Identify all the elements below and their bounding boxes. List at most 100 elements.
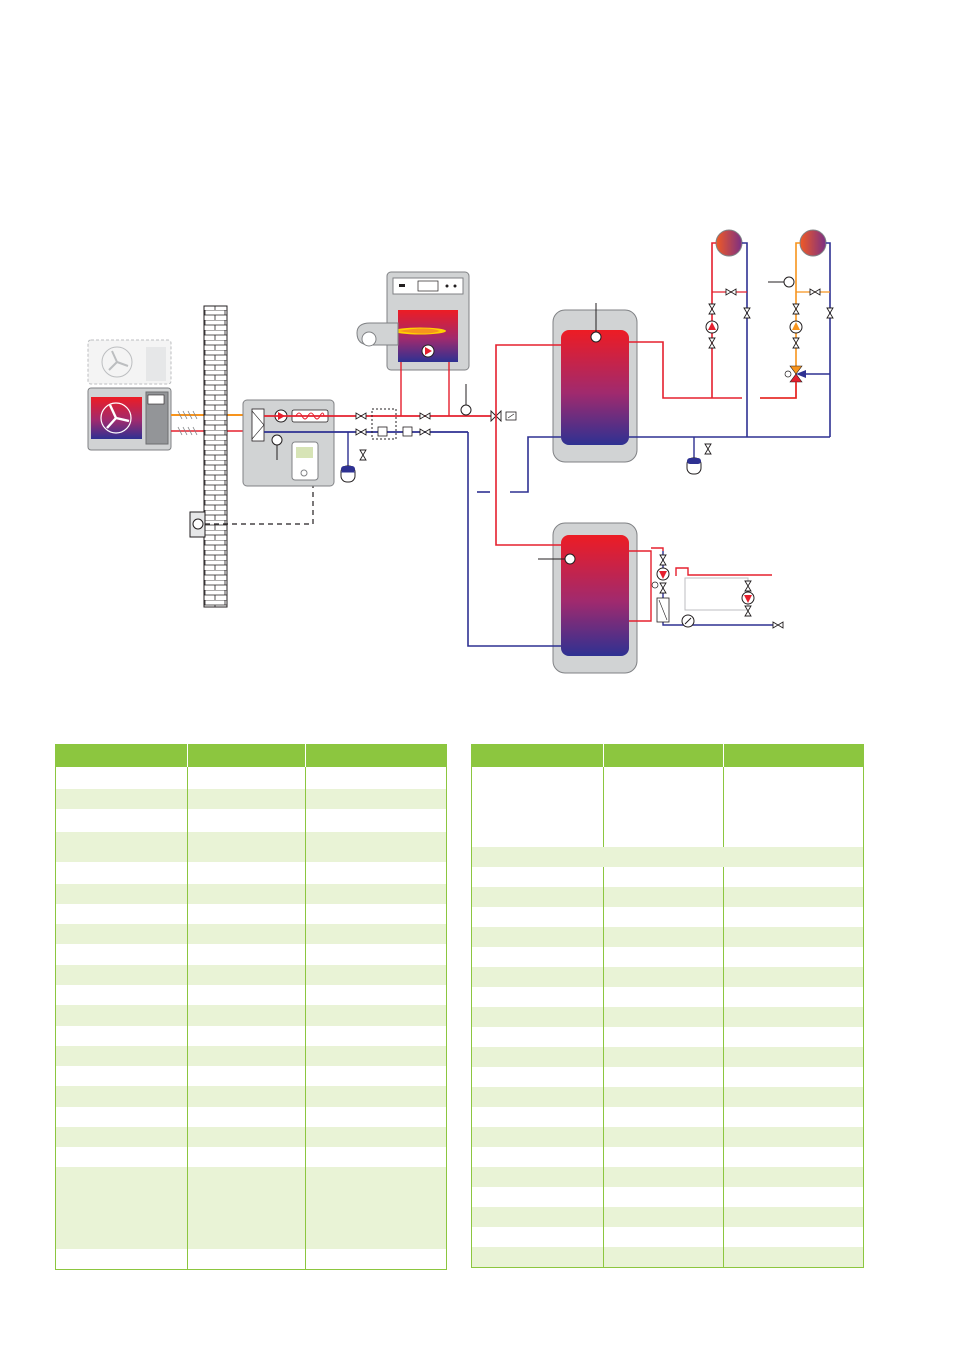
table-cell <box>603 1147 724 1167</box>
table-cell <box>603 1227 724 1247</box>
table-cell <box>55 1005 188 1026</box>
table-row <box>471 907 864 927</box>
table-cell <box>603 1187 724 1207</box>
table-cell <box>723 887 864 907</box>
table-cell <box>723 1207 864 1227</box>
table-cell <box>55 789 188 809</box>
table-cell <box>471 1227 604 1247</box>
table-row <box>55 965 447 985</box>
table-row <box>55 985 447 1005</box>
table-row <box>471 927 864 947</box>
table-cell <box>306 862 447 884</box>
table-row <box>471 887 864 907</box>
table-cell <box>55 767 188 789</box>
table-cell <box>55 1167 188 1249</box>
table-cell <box>603 987 724 1007</box>
table-row <box>55 1107 447 1127</box>
table-row <box>55 944 447 965</box>
table-cell <box>471 1007 604 1027</box>
table-cell <box>603 1107 724 1127</box>
table-cell <box>603 1087 724 1107</box>
table-cell <box>187 1066 306 1086</box>
table-row <box>471 767 864 847</box>
table-cell <box>603 1247 724 1267</box>
table-cell <box>724 867 864 887</box>
table-cell <box>723 1127 864 1147</box>
table-cell <box>187 1086 306 1107</box>
table-cell <box>471 927 604 947</box>
heating-circuit-1 <box>705 229 751 437</box>
table-cell <box>471 1187 604 1207</box>
buffer-tank <box>552 303 638 463</box>
table-cell <box>724 1027 864 1047</box>
table-cell <box>55 1086 188 1107</box>
table-cell <box>471 1127 604 1147</box>
table-cell <box>187 1147 306 1167</box>
brick-wall <box>203 305 228 608</box>
table-row <box>55 884 447 904</box>
table-cell <box>471 847 864 867</box>
table-cell <box>471 1107 604 1127</box>
table-cell <box>55 965 188 985</box>
table-cell <box>724 1187 864 1207</box>
legend-table-left-header <box>55 744 447 767</box>
hot-water-circuit <box>629 547 784 629</box>
table-cell <box>724 987 864 1007</box>
table-cell <box>306 1026 447 1046</box>
table-cell <box>723 1167 864 1187</box>
table-cell <box>306 1249 447 1269</box>
backup-boiler <box>356 271 470 416</box>
table-row <box>55 1086 447 1107</box>
table-row <box>55 904 447 924</box>
table-cell <box>471 1067 604 1087</box>
table-cell <box>471 947 604 967</box>
table-cell <box>55 884 188 904</box>
hot-water-tank <box>538 522 638 674</box>
table-cell <box>471 867 604 887</box>
table-cell <box>724 1147 864 1167</box>
table-cell <box>305 1046 447 1066</box>
table-row <box>55 1147 447 1167</box>
table-cell <box>603 887 724 907</box>
table-cell <box>724 1067 864 1087</box>
table-cell <box>306 1107 447 1127</box>
table-cell <box>471 987 604 1007</box>
table-cell <box>471 1207 604 1227</box>
table-row <box>55 789 447 809</box>
table-cell <box>471 907 604 927</box>
table-cell <box>471 1167 604 1187</box>
secondary-expansion-vessel <box>686 437 712 475</box>
table-cell <box>603 1167 724 1187</box>
table-cell <box>603 1127 724 1147</box>
heating-circuit-2 <box>760 229 834 437</box>
table-cell <box>187 944 306 965</box>
table-cell <box>603 1027 724 1047</box>
table-cell <box>603 867 724 887</box>
table-row <box>55 809 447 832</box>
heat-pump-indoor-unit <box>242 399 335 487</box>
table-cell <box>723 1007 864 1027</box>
table-cell <box>471 1147 604 1167</box>
table-row <box>55 767 447 789</box>
table-cell <box>305 884 447 904</box>
table-cell <box>724 1107 864 1127</box>
table-cell <box>187 1167 306 1249</box>
table-cell <box>723 1087 864 1107</box>
table-cell <box>471 887 604 907</box>
table-row <box>471 1007 864 1027</box>
heat-pump-outdoor-unit <box>87 387 172 451</box>
table-cell <box>55 1107 188 1127</box>
table-cell <box>187 1249 306 1269</box>
table-cell <box>305 789 447 809</box>
table-row <box>55 1167 447 1249</box>
table-cell <box>187 985 306 1005</box>
table-cell <box>306 985 447 1005</box>
table-cell <box>723 1047 864 1067</box>
table-row <box>55 1066 447 1086</box>
table-cell <box>55 985 188 1005</box>
table-cell <box>55 1127 188 1147</box>
table-row <box>55 1046 447 1066</box>
table-cell <box>471 1247 604 1267</box>
table-cell <box>187 862 306 884</box>
table-row <box>471 867 864 887</box>
